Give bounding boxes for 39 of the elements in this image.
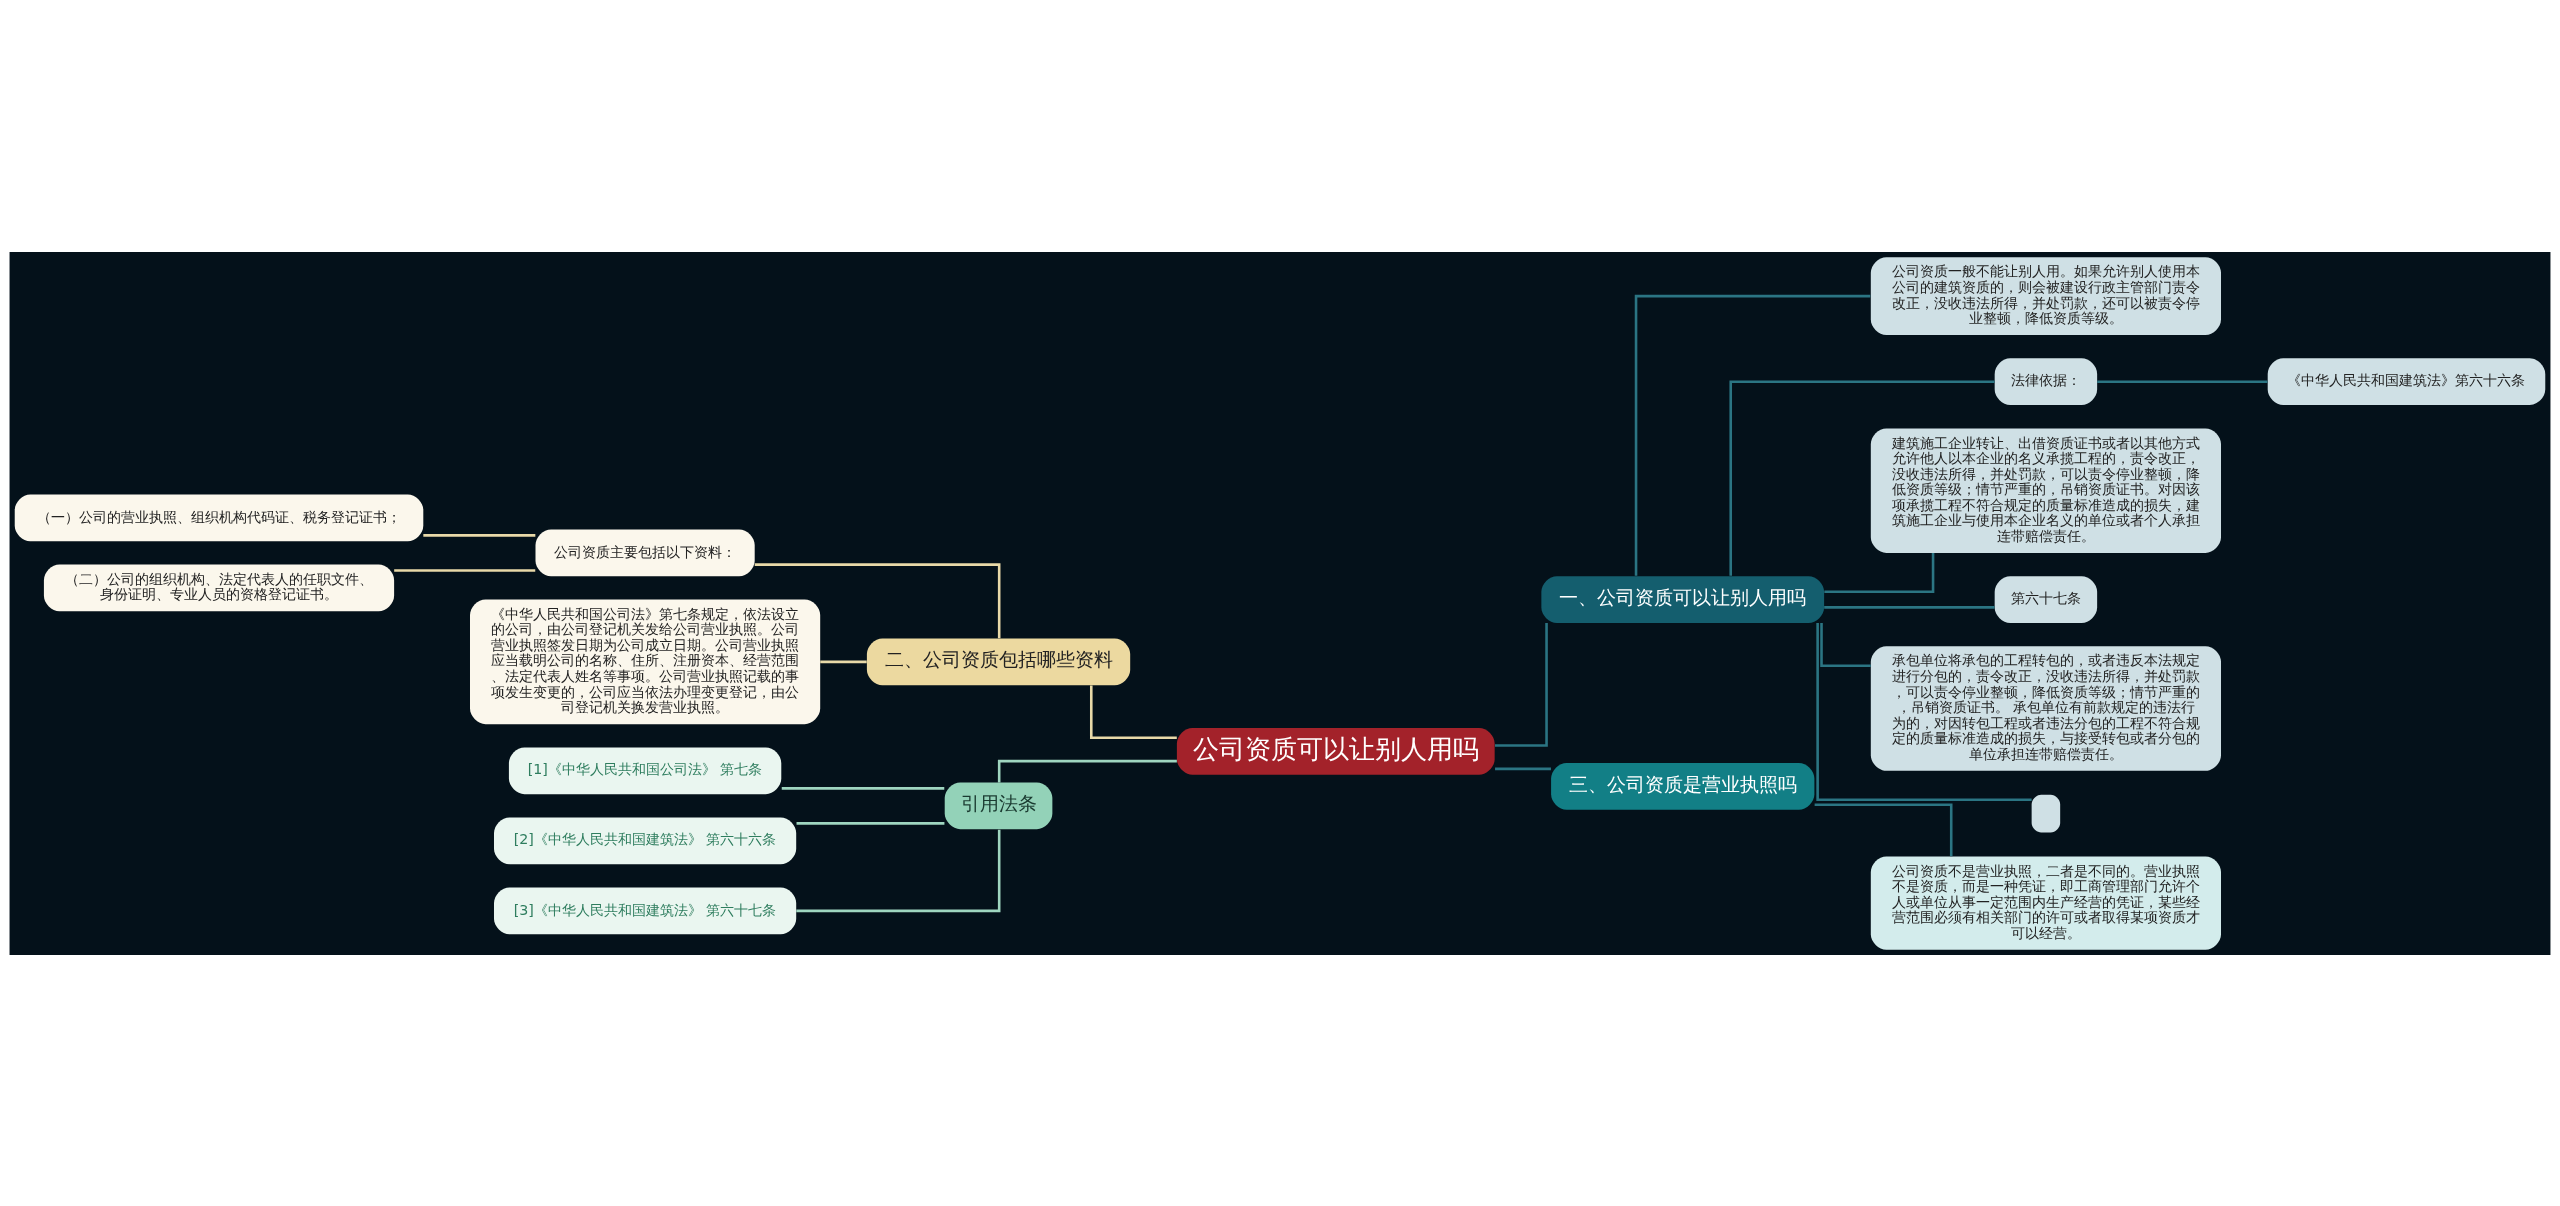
node-box: 承包单位将承包的工程转包的，或者违反本法规定进行分包的，责令改正，没收违法所得，并处罚款，可以责令停业整顿，降低资质等级；情节严重的，吊销资质证书。 承包单位有前款规定的违法行为的，对因转包工程或者违法分包的工程不符合规定的质量标准造成的损失，与接受转包或者分包的单位承担连带赔偿责任。 bbox=[1870, 645, 2221, 771]
node-box: （一）公司的营业执照、组织机构代码证、税务登记证书； bbox=[14, 494, 424, 541]
node-box: 二、公司资质包括哪些资料 bbox=[866, 638, 1131, 685]
node-box: 第六十七条 bbox=[1994, 575, 2098, 623]
connector bbox=[2097, 379, 2268, 383]
connector bbox=[796, 821, 945, 825]
node-box bbox=[2031, 794, 2061, 832]
connector bbox=[1495, 767, 1551, 770]
connector bbox=[1824, 605, 1995, 609]
connector bbox=[1814, 802, 1953, 856]
connector bbox=[997, 759, 1177, 782]
node-box: 三、公司资质是营业执照吗 bbox=[1551, 762, 1815, 810]
node-box: 《中华人民共和国公司法》第七条规定，依法设立的公司，由公司登记机关发给公司营业执照。公司营业执照签发日期为公司成立日期。公司营业执照应当载明公司的名称、住所、注册资本、经营范围、法定代表人姓名等事项。公司营业执照记载的事项发生变更的，公司应当依法办理变更登记，由公司登记机关换发营业执照。 bbox=[470, 599, 821, 724]
connector bbox=[754, 562, 1001, 638]
connector bbox=[1495, 622, 1548, 747]
node-box: [2]《中华人民共和国建筑法》 第六十六条 bbox=[494, 817, 797, 864]
node-box: 公司资质一般不能让别人用。如果允许别人使用本公司的建筑资质的，则会被建设行政主管部门责令改正，没收违法所得，并处罚款，还可以被责令停业整顿，降低资质等级。 bbox=[1870, 256, 2221, 335]
connector bbox=[796, 829, 1001, 912]
node-box: 建筑施工企业转让、出借资质证书或者以其他方式允许他人以本企业的名义承揽工程的，责令改正，没收违法所得，并处罚款，可以责令停业整顿，降低资质等级；情节严重的，吊销资质证书。对因该项承揽工程不符合规定的质量标准造成的损失，建筑施工企业与使用本企业名义的单位或者个人承担连带赔偿责任。 bbox=[1870, 427, 2221, 553]
node-box: 公司资质可以让别人用吗 bbox=[1176, 727, 1495, 775]
node-box: 《中华人民共和国建筑法》第六十六条 bbox=[2267, 357, 2546, 405]
connector bbox=[1090, 684, 1177, 739]
connector bbox=[1729, 379, 1995, 576]
connector bbox=[394, 568, 536, 572]
node-box: 公司资质主要包括以下资料： bbox=[535, 529, 755, 576]
node-box: 法律依据： bbox=[1994, 357, 2098, 405]
connector bbox=[1634, 294, 1871, 576]
connector bbox=[1816, 622, 2032, 801]
connector bbox=[781, 786, 945, 790]
connector bbox=[1824, 552, 1935, 593]
node-box: （二）公司的组织机构、法定代表人的任职文件、身份证明、专业人员的资格登记证书。 bbox=[43, 564, 395, 611]
connector bbox=[423, 533, 536, 537]
connector bbox=[1820, 622, 1871, 667]
node-box: [3]《中华人民共和国建筑法》 第六十七条 bbox=[494, 887, 797, 934]
node-box: 引用法条 bbox=[944, 782, 1053, 829]
node-box: [1]《中华人民共和国公司法》 第七条 bbox=[508, 746, 782, 794]
node-box: 一、公司资质可以让别人用吗 bbox=[1541, 575, 1825, 623]
node-box: 公司资质不是营业执照，二者是不同的。营业执照不是资质，而是一种凭证，即工商管理部门允许个人或单位从事一定范围内生产经营的凭证，某些经营范围必须有相关部门的许可或者取得某项资质才可以经营。 bbox=[1870, 855, 2221, 950]
connector bbox=[820, 660, 867, 663]
